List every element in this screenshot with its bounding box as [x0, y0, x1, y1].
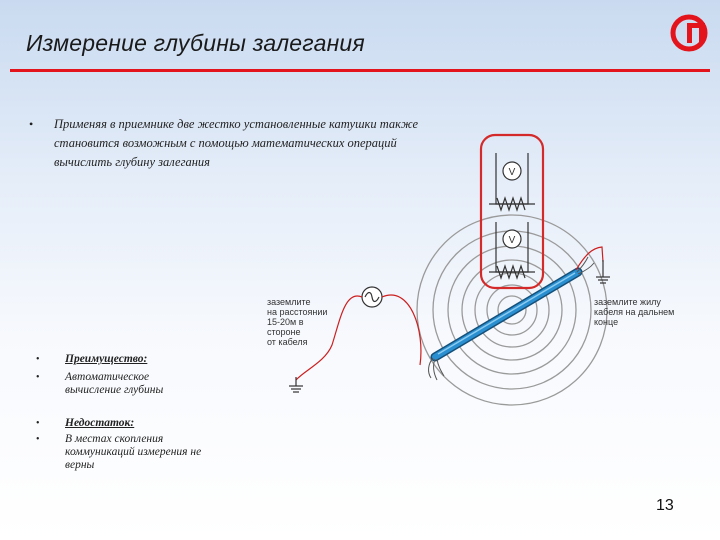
bullet-marker: • [36, 372, 40, 383]
right-note-line: кабеля на дальнем [594, 307, 675, 317]
advantage-block: • Преимущество: • Автоматическое вычисле… [36, 353, 236, 397]
advantage-label: Преимущество: [65, 353, 148, 365]
upper-coil-icon [489, 153, 535, 212]
left-ground-note: заземлите на расстоянии 15-20м в стороне… [267, 297, 327, 347]
right-ground-icon [596, 260, 610, 284]
bullet-marker: • [36, 418, 40, 429]
cable-end-wires [428, 256, 595, 381]
title-underline [10, 69, 710, 72]
left-note-line: заземлите [267, 297, 311, 307]
company-logo-icon [670, 14, 708, 52]
advantage-text: Автоматическое вычисление глубины [65, 371, 164, 396]
lower-coil-icon [489, 222, 535, 280]
left-note-line: от кабеля [267, 337, 308, 347]
left-note-line: на расстоянии [267, 307, 328, 317]
left-note-line: 15-20м в [267, 317, 304, 327]
left-note-line: стороне [267, 327, 301, 337]
generator-icon [361, 286, 383, 308]
main-bullet: • Применяя в приемнике две жестко устано… [29, 115, 456, 172]
disadvantage-block: • Недостаток: • В местах скопления комму… [36, 417, 236, 472]
disadvantage-label: Недостаток: [65, 417, 135, 429]
slide-title: Измерение глубины залегания [26, 30, 365, 56]
left-ground-icon [289, 377, 303, 393]
upper-coil-voltmeter-label: V [509, 167, 516, 178]
main-bullet-text: Применяя в приемнике две жестко установл… [54, 117, 419, 169]
bullet-marker: • [29, 117, 34, 131]
right-note-line: заземлите жилу [594, 297, 661, 307]
connection-wires [295, 246, 604, 381]
buried-cable [430, 267, 583, 362]
receiver-frame [479, 133, 545, 290]
disadvantage-text: В местах скопления коммуникаций измерени… [65, 433, 202, 471]
right-ground-note: заземлите жилу кабеля на дальнем конце [594, 297, 674, 327]
page-number: 13 [656, 497, 674, 514]
right-note-line: конце [594, 317, 619, 327]
bullet-marker: • [36, 434, 40, 445]
lower-coil-voltmeter-label: V [509, 235, 516, 246]
bullet-marker: • [36, 354, 40, 365]
